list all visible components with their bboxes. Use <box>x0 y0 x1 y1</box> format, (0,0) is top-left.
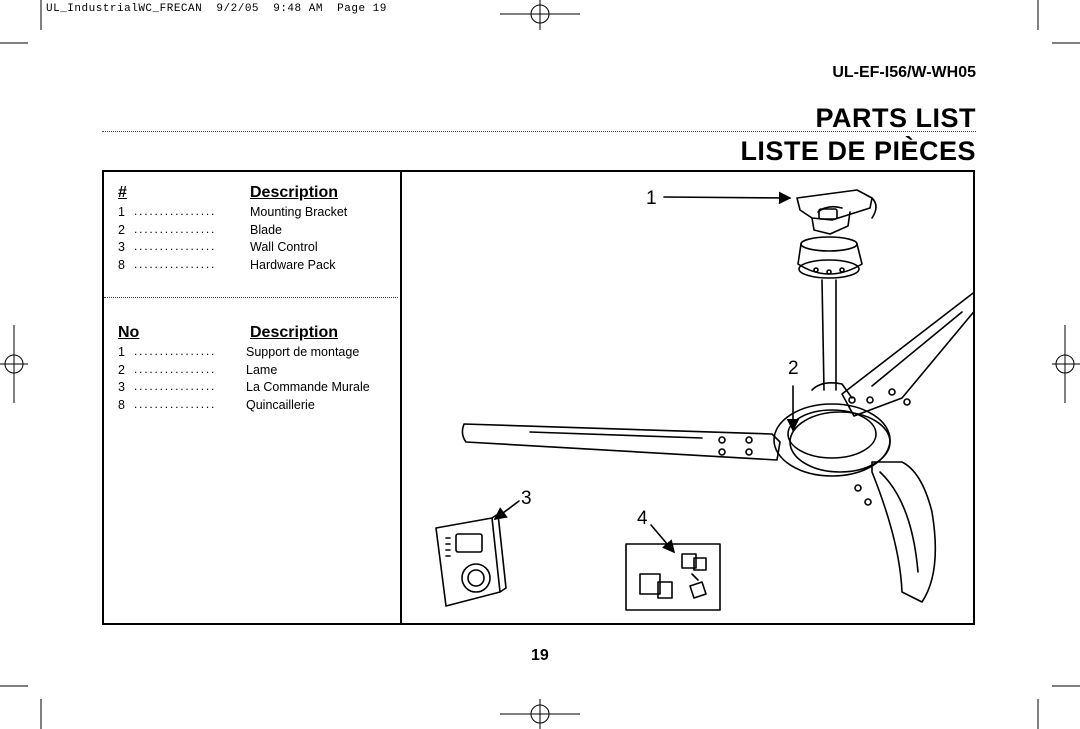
part-description: Blade <box>250 222 282 237</box>
fan-illustration: 1 2 3 4 <box>435 188 973 611</box>
language-divider <box>104 297 398 298</box>
part-row: 8 ................ Hardware Pack <box>118 257 388 275</box>
parts-list-english: # Description 1 ................ Mountin… <box>118 182 388 274</box>
print-slug: UL_IndustrialWC_FRECAN 9/2/05 9:48 AM Pa… <box>46 3 387 15</box>
registration-mark-right <box>1052 325 1080 403</box>
parts-list-header: No Description <box>118 322 388 344</box>
parts-list-header: # Description <box>118 182 388 204</box>
part-description: Hardware Pack <box>250 257 336 272</box>
part-description: Wall Control <box>250 240 318 254</box>
leader-dots: ................ <box>134 204 217 218</box>
leader-dots: ................ <box>134 221 217 236</box>
part-description: Quincaillerie <box>246 397 315 412</box>
wall-control-drawing <box>435 513 507 607</box>
part-number: 2 <box>118 222 125 237</box>
leader-dots: ................ <box>134 256 217 271</box>
part-row: 2 ................ Blade <box>118 222 388 240</box>
model-number: UL-EF-I56/W-WH05 <box>832 64 976 81</box>
part-number: 3 <box>118 240 125 254</box>
registration-mark-left <box>0 325 28 403</box>
upper-right-blade-drawing <box>841 292 973 417</box>
leader-dots: ................ <box>134 396 217 411</box>
left-blade-drawing <box>461 423 781 461</box>
part-row: 1 ................ Mounting Bracket <box>118 204 388 222</box>
page-title-french: LISTE DE PIÈCES <box>740 136 976 166</box>
leader-dots: ................ <box>134 361 217 376</box>
hardware-pack-drawing <box>625 543 721 611</box>
page-number: 19 <box>531 647 549 664</box>
part-number: 1 <box>118 345 125 359</box>
part-row: 2 ................ Lame <box>118 362 388 380</box>
leader-dots: ................ <box>134 344 217 358</box>
description-column-header: Description <box>250 184 339 201</box>
part-number: 8 <box>118 397 125 412</box>
parts-panel: # Description 1 ................ Mountin… <box>102 170 975 625</box>
callout-3: 3 <box>521 488 532 509</box>
part-row: 1 ................ Support de montage <box>118 344 388 362</box>
canopy-drawing <box>797 236 863 279</box>
number-column-header: # <box>118 184 127 201</box>
callout-4: 4 <box>637 508 648 529</box>
leader-dots: ................ <box>134 379 217 393</box>
callout-arrow-3 <box>493 500 520 520</box>
part-number: 8 <box>118 257 125 272</box>
title-divider <box>102 131 976 132</box>
part-description: La Commande Murale <box>246 380 370 394</box>
mounting-bracket-drawing <box>796 189 877 235</box>
registration-mark-top <box>500 0 580 30</box>
part-description: Support de montage <box>246 345 360 359</box>
number-column-header: No <box>118 324 140 341</box>
panel-divider <box>400 172 402 623</box>
page-title: PARTS LIST <box>815 103 976 133</box>
callout-1: 1 <box>646 188 657 209</box>
callout-2: 2 <box>788 358 799 379</box>
part-row: 3 ................ La Commande Murale <box>118 379 388 397</box>
part-number: 1 <box>118 205 125 219</box>
part-row: 3 ................ Wall Control <box>118 239 388 257</box>
downrod-drawing <box>821 279 837 391</box>
part-row: 8 ................ Quincaillerie <box>118 397 388 415</box>
callout-arrow-1 <box>663 191 792 205</box>
description-column-header: Description <box>250 324 339 341</box>
part-description: Lame <box>246 362 278 377</box>
part-number: 2 <box>118 362 125 377</box>
parts-list-french: No Description 1 ................ Suppor… <box>118 322 388 414</box>
part-number: 3 <box>118 380 125 394</box>
motor-housing-drawing <box>773 382 891 477</box>
callout-arrow-4 <box>650 524 676 554</box>
leader-dots: ................ <box>134 239 217 253</box>
lower-right-blade-drawing <box>854 461 937 603</box>
part-description: Mounting Bracket <box>250 205 348 219</box>
registration-mark-bottom <box>500 699 580 729</box>
